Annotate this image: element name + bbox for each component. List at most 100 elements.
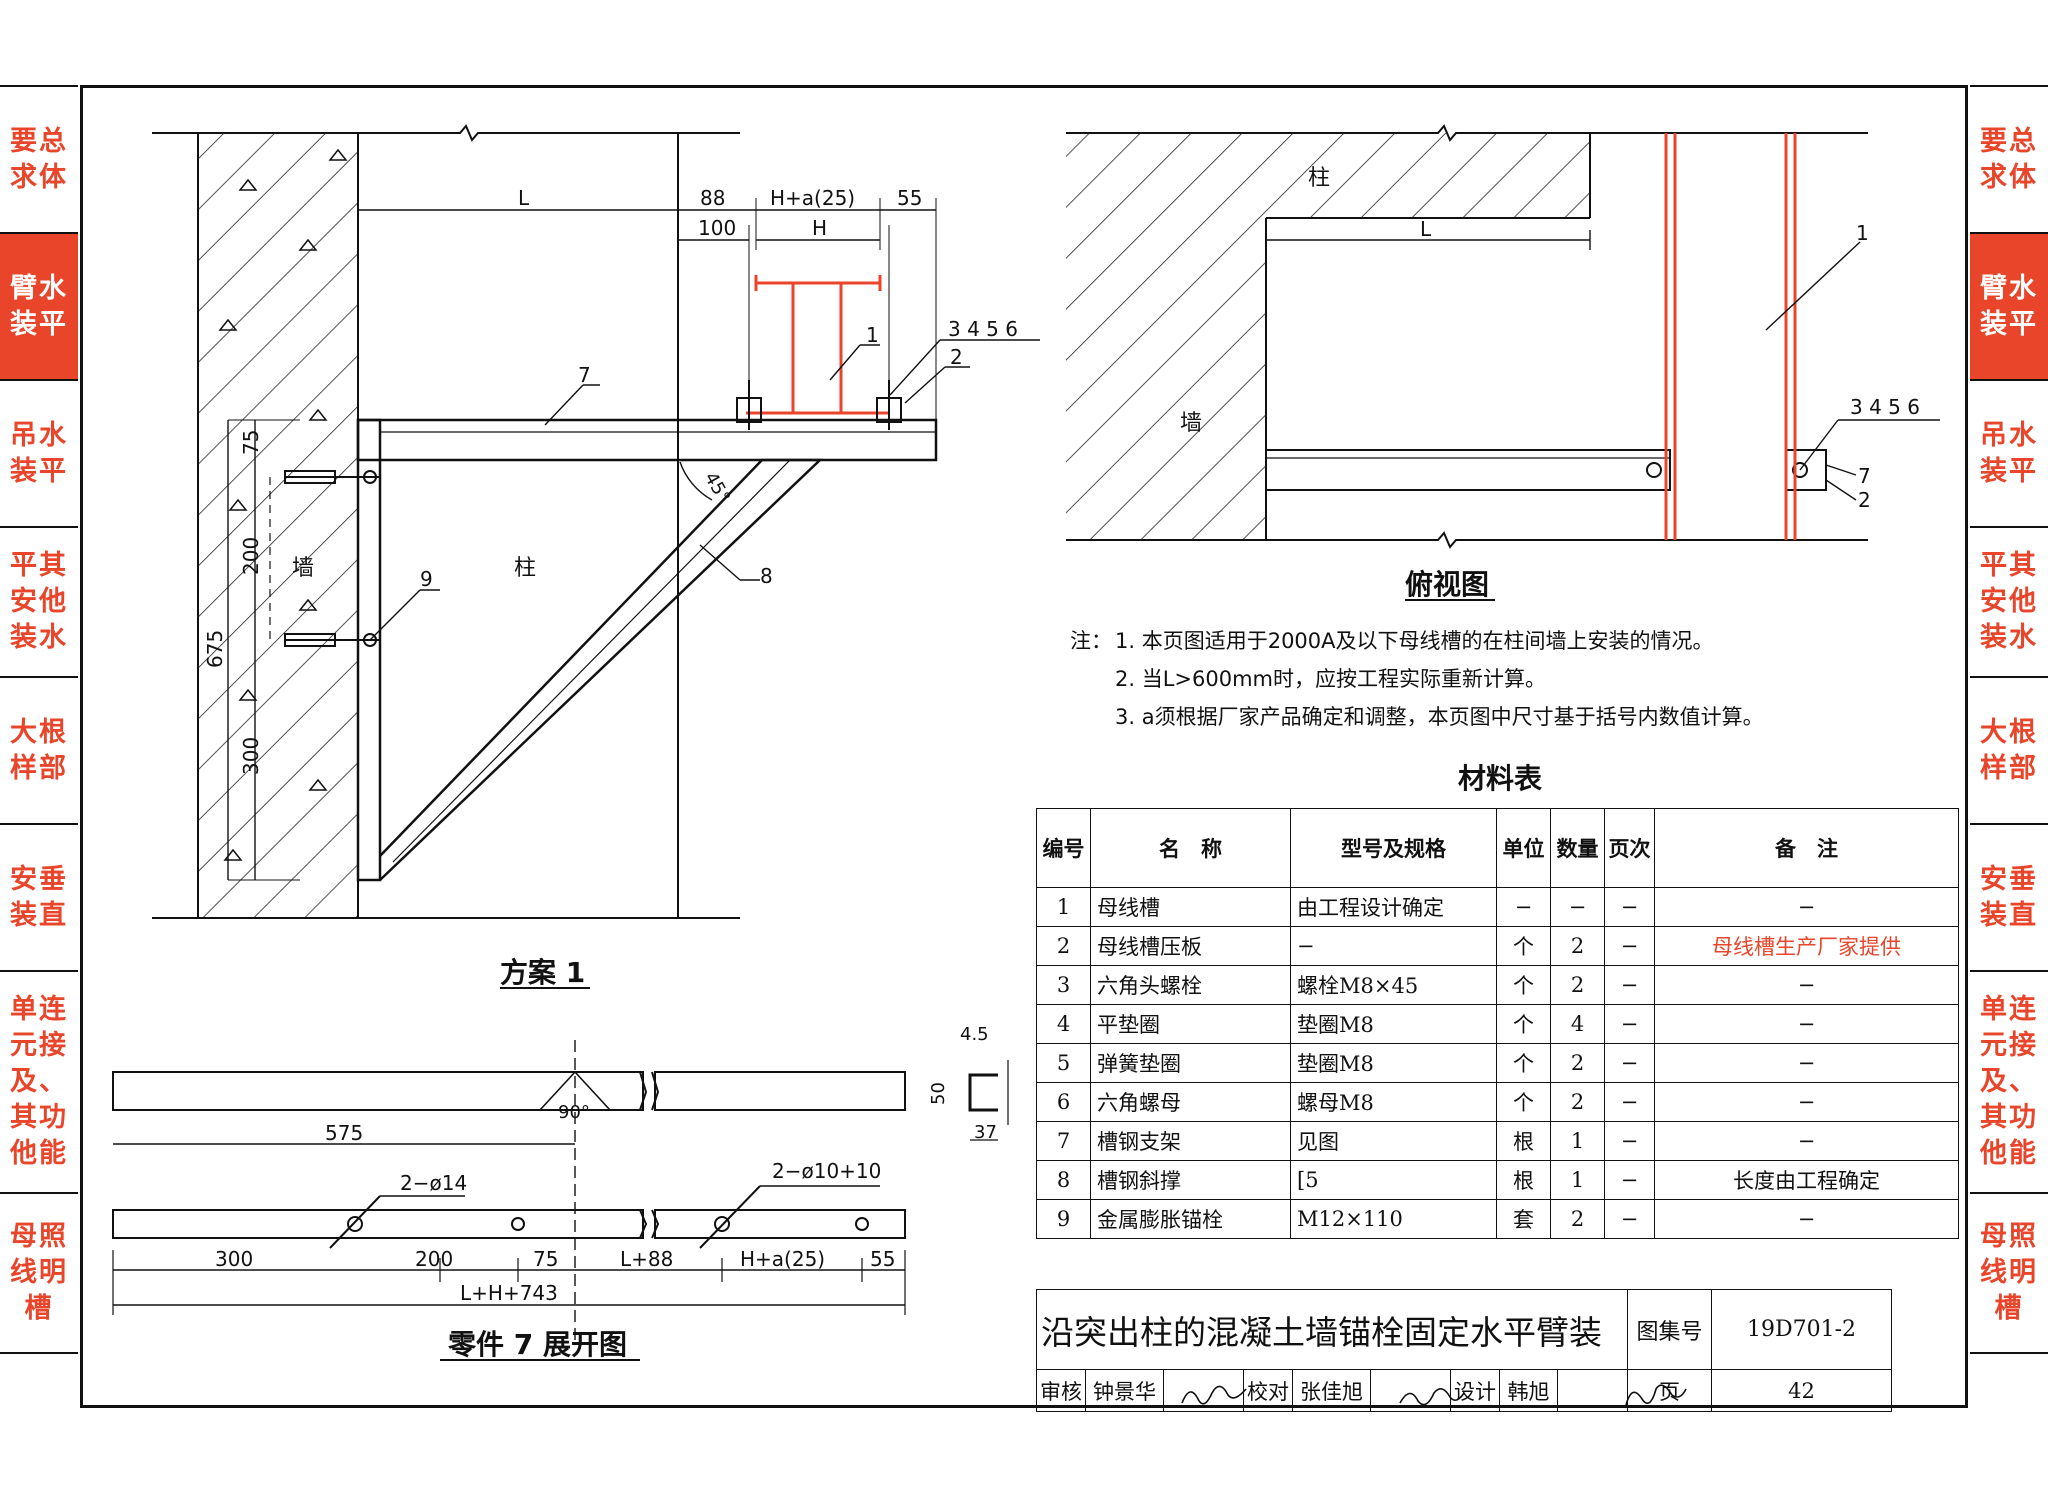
part7-dim-L88: L+88 [620,1247,673,1271]
table-cell: 由工程设计确定 [1290,887,1497,927]
notes: 注： 1. 本页图适用于2000A及以下母线槽的在柱间墙上安装的情况。 2. 当… [1070,629,1764,795]
dim-300: 300 [239,737,263,775]
part7-dim-200: 200 [415,1247,453,1271]
table-cell: 1 [1550,1121,1605,1161]
col-header: 单位 [1496,808,1551,888]
side-tab-right-7[interactable]: 单连元接及、其功他能 [1970,972,2048,1194]
table-cell: − [1604,926,1655,966]
table-cell: 个 [1496,1043,1551,1083]
dim-200: 200 [239,537,263,575]
side-tab-label: 线明 [1980,1257,2038,1288]
side-tab-right-8[interactable]: 母照线明槽 [1970,1194,2048,1354]
table-cell: − [1604,1199,1655,1239]
table-cell: − [1604,887,1655,927]
side-tab-left-7[interactable]: 单连元接及、其功他能 [0,972,78,1194]
label-9: 9 [420,567,433,591]
table-cell: − [1604,1004,1655,1044]
table-cell: 长度由工程确定 [1654,1160,1959,1200]
side-tab-left-8[interactable]: 母照线明槽 [0,1194,78,1354]
note-1: 1. 本页图适用于2000A及以下母线槽的在柱间墙上安装的情况。 [1115,629,1714,653]
dim-55: 55 [897,186,922,210]
side-tab-label: 吊水 [10,419,68,451]
designer-name: 韩旭 [1499,1369,1558,1412]
part7-angle: 90° [558,1102,590,1123]
review-label: 审核 [1036,1369,1086,1412]
side-tab-right-4[interactable]: 平其安他装水 [1970,528,2048,678]
table-cell: 个 [1496,965,1551,1005]
table-cell: [5 [1290,1160,1497,1200]
part7-title: 零件 7 展开图 [448,1328,627,1361]
side-tab-label: 单连 [1980,994,2038,1025]
table-cell: 5 [1036,1043,1091,1083]
side-tab-left-2[interactable]: 臂水装平 [0,234,78,381]
table-cell: 平垫圈 [1090,1004,1291,1044]
column-label: 柱 [514,556,536,581]
table-cell: − [1550,887,1605,927]
table-cell: 套 [1496,1199,1551,1239]
dim-ha: H+a(25) [770,186,855,210]
angle-45: 45° [700,469,734,507]
table-cell: 个 [1496,1004,1551,1044]
table-cell: 2 [1550,1199,1605,1239]
wall-label: 墙 [292,556,314,581]
table-cell: − [1496,887,1551,927]
dim-88: 88 [700,186,725,210]
scheme1-drawing [152,124,1040,989]
side-tab-label: 槽 [24,1293,54,1324]
plan-view-text: 柱 墙 L 1 3 4 5 6 7 2 俯视图 [1180,166,1920,601]
side-tab-label: 元接 [10,1030,68,1061]
table-cell: − [1654,965,1959,1005]
designer-signature [1557,1369,1628,1412]
table-cell: − [1604,1160,1655,1200]
table-cell: 母线槽压板 [1090,926,1291,966]
title-block: 沿突出柱的混凝土墙锚栓固定水平臂装 图集号 19D701-2 审核 钟景华 校对… [1036,1289,1892,1412]
checker-signature [1370,1369,1451,1412]
part7-drawing [112,1040,1009,1361]
side-tab-left-3[interactable]: 吊水装平 [0,381,78,528]
plan-label-3456: 3 4 5 6 [1850,395,1920,419]
side-tab-label: 装平 [10,308,68,340]
side-tab-left-4[interactable]: 平其安他装水 [0,528,78,678]
table-cell: 个 [1496,926,1551,966]
side-tab-right-2[interactable]: 臂水装平 [1970,234,2048,381]
side-tab-left-6[interactable]: 安垂装直 [0,825,78,972]
side-tab-label: 及、 [10,1066,68,1097]
page-label: 页 [1627,1369,1712,1412]
side-tab-right-5[interactable]: 大根样部 [1970,678,2048,825]
side-tab-label: 样部 [1980,752,2038,784]
table-cell: 螺母M8 [1290,1082,1497,1122]
table-cell: 2 [1036,926,1091,966]
side-tab-right-6[interactable]: 安垂装直 [1970,825,2048,972]
side-tab-label: 装直 [10,899,68,931]
side-tab-label: 安他 [10,586,68,617]
part7-575: 575 [325,1121,363,1145]
side-tab-right-1[interactable]: 要总求体 [1970,87,2048,234]
side-tab-left-5[interactable]: 大根样部 [0,678,78,825]
side-tab-left-1[interactable]: 要总求体 [0,87,78,234]
drawing-frame [80,85,1968,1408]
section-50: 50 [928,1082,949,1105]
table-cell: 垫圈M8 [1290,1004,1497,1044]
plan-view-title: 俯视图 [1405,568,1489,601]
col-header: 数量 [1550,808,1605,888]
plan-column: 柱 [1308,166,1330,191]
col-header: 编号 [1036,808,1091,888]
side-tab-right-3[interactable]: 吊水装平 [1970,381,2048,528]
reviewer-signature [1163,1369,1244,1412]
table-cell: 六角头螺栓 [1090,965,1291,1005]
part7-hole2: 2−ø10+10 [772,1159,881,1183]
dim-H: H [812,216,827,240]
table-cell: 6 [1036,1082,1091,1122]
col-header: 型号及规格 [1290,808,1497,888]
side-tab-label: 吊水 [1980,419,2038,451]
reviewer-name: 钟景华 [1085,1369,1164,1412]
scheme1-title: 方案 1 [500,956,585,989]
col-header: 名 称 [1090,808,1291,888]
side-tab-label: 样部 [10,752,68,784]
materials-header-row: 编号 名 称 型号及规格 单位 数量 页次 备 注 [1036,808,1959,888]
label-2: 2 [950,345,963,369]
